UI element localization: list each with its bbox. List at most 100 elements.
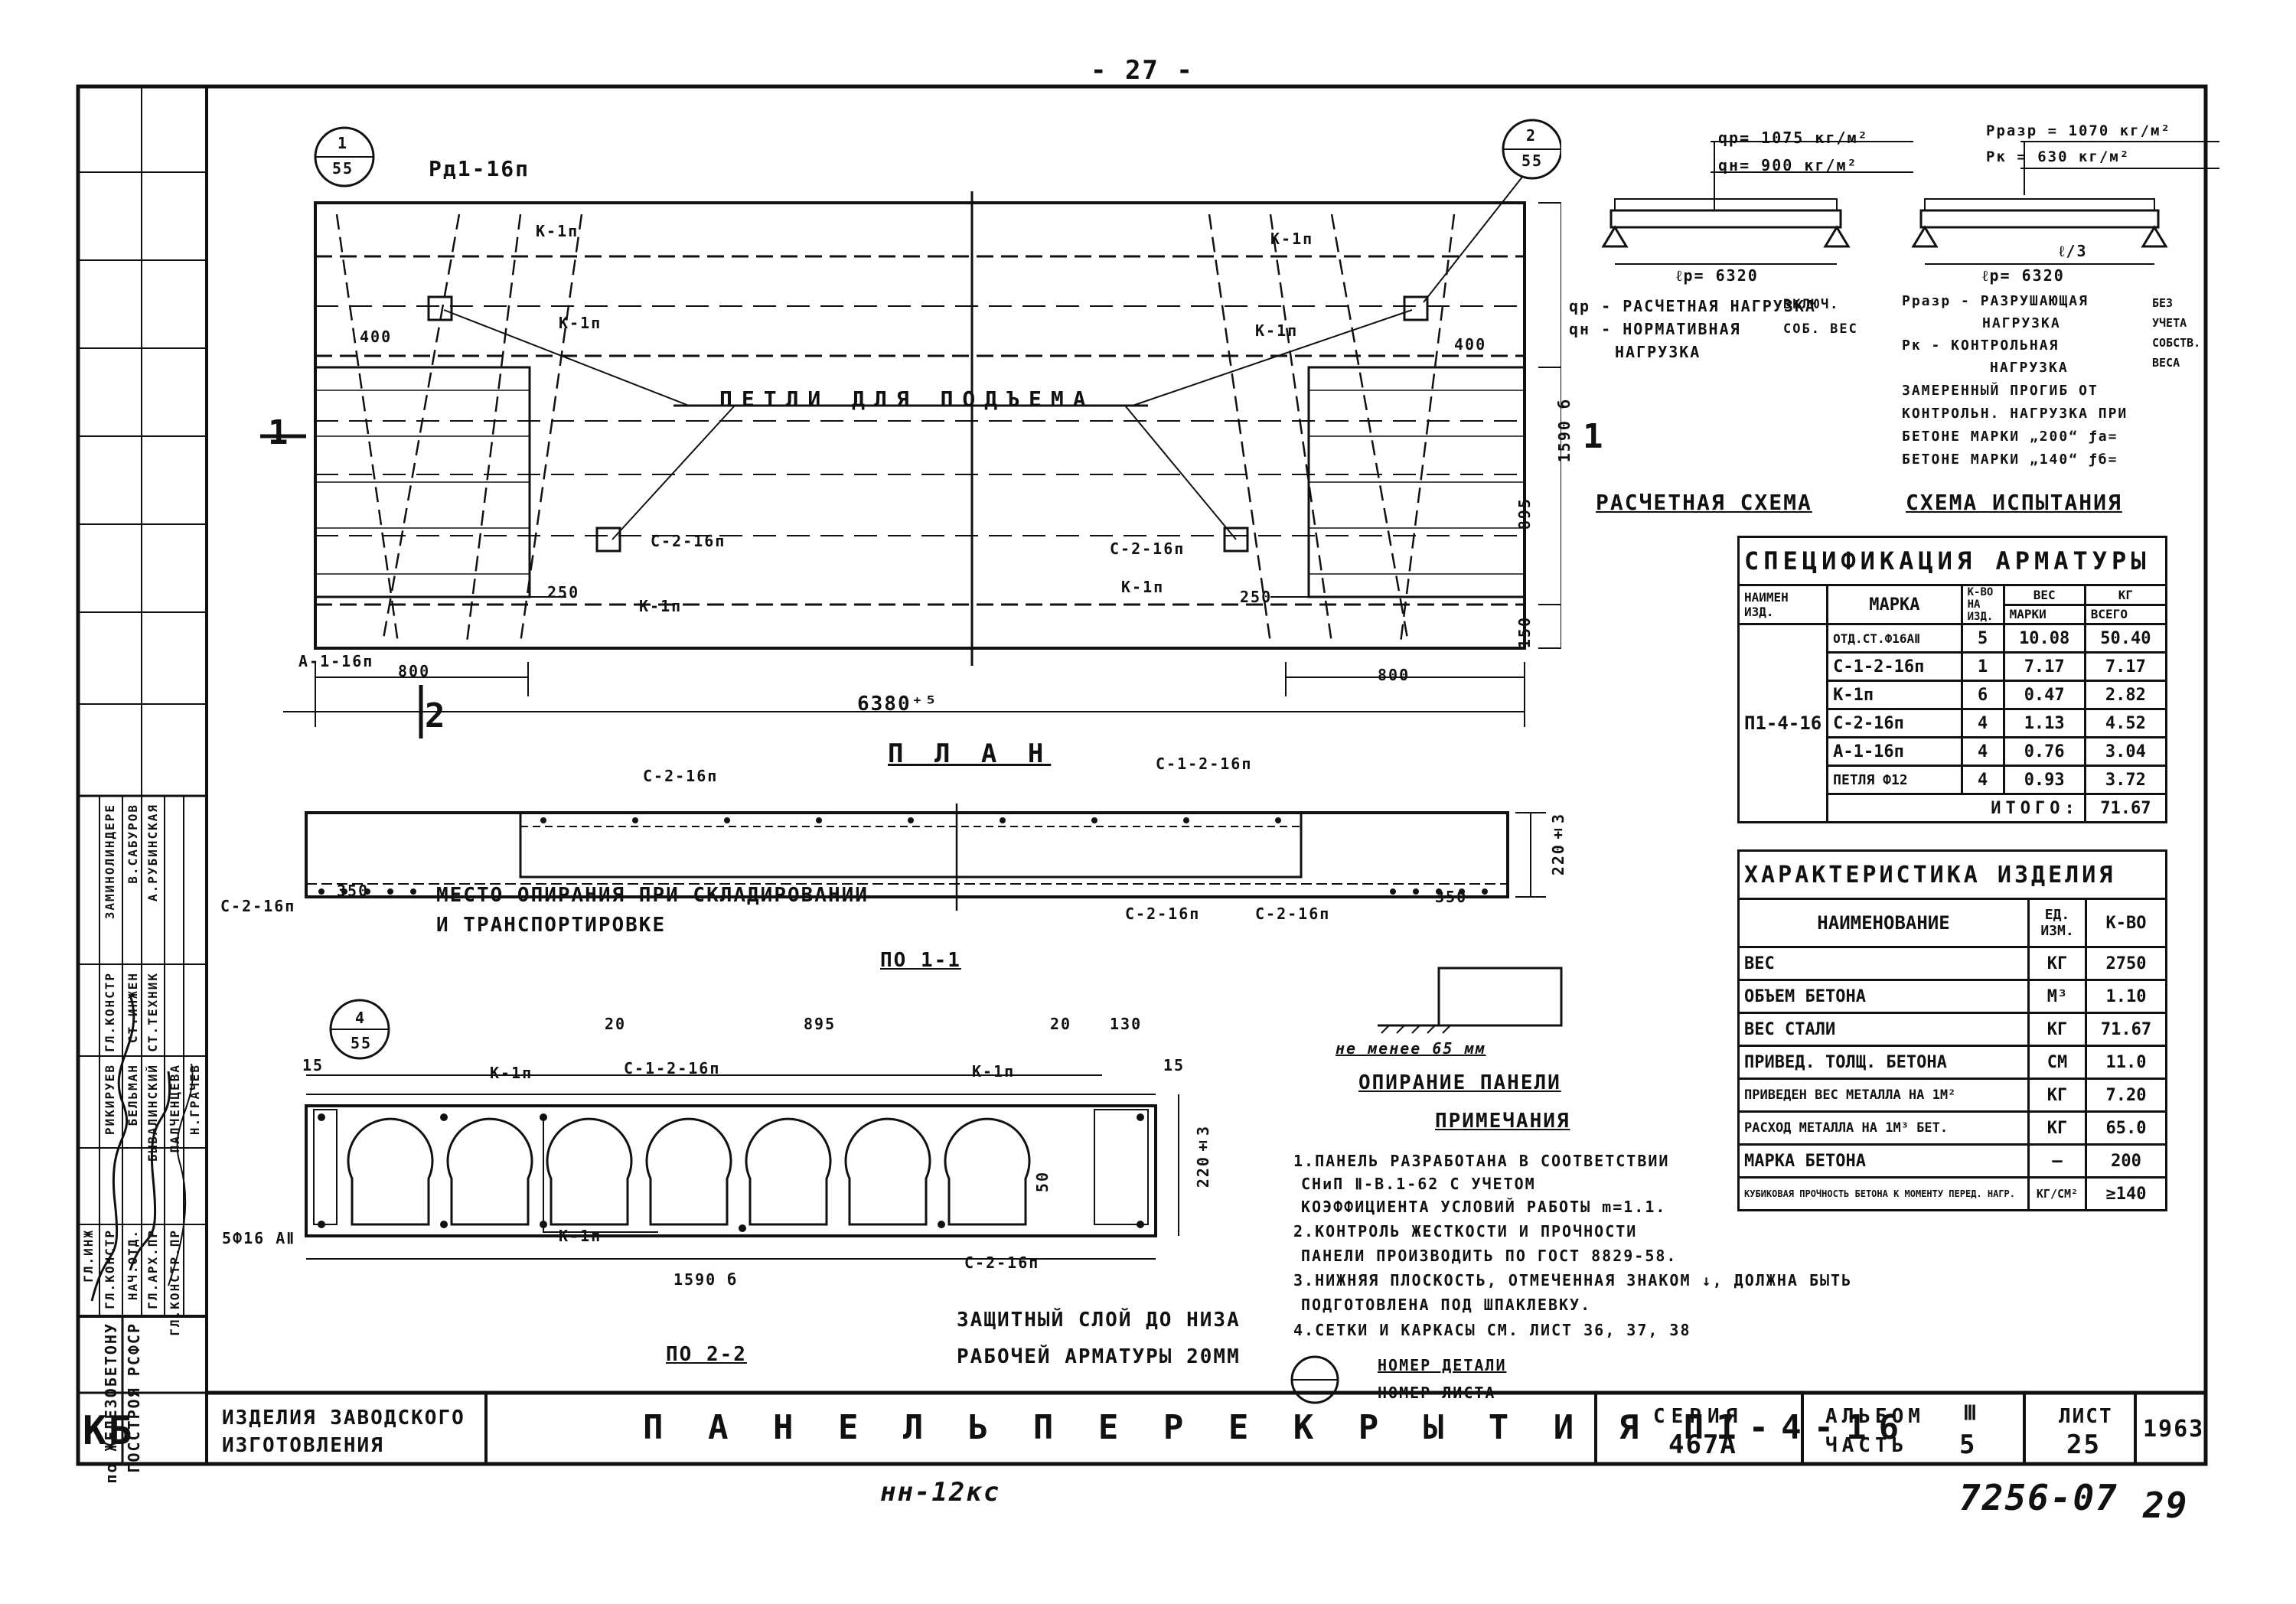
name2-1: В.САБУРОВ xyxy=(126,804,140,884)
sheet-title: П А Н Е Л Ь П Е Р Е К Р Ы Т И Я П1-4-16 xyxy=(643,1408,1912,1447)
spec-per-5: 0.93 xyxy=(2002,765,2086,795)
plan-drawing xyxy=(260,119,1561,738)
table-row: ПРИВЕДЕН ВЕС МЕТАЛЛА НА 1М² КГ 7.20 xyxy=(1737,1077,2167,1113)
calc-title: РАСЧЕТНАЯ СХЕМА xyxy=(1596,490,1812,515)
calc-lp: ℓр= 6320 xyxy=(1676,266,1759,285)
series-label: СЕРИЯ xyxy=(1653,1405,1744,1428)
spec-count-3: 4 xyxy=(1960,708,2005,738)
calc-qn: qн= 900 кг/м² xyxy=(1718,156,1858,174)
bottom-note: нн-12кс xyxy=(880,1477,1001,1508)
org-line2: ГОССТРОЯ РСФСР xyxy=(125,1322,143,1473)
sec11-c2-mid: С-2-16п xyxy=(1125,905,1201,923)
test-pr: Рразр = 1070 кг/м² xyxy=(1986,122,2171,139)
sec11-title: ПО 1-1 xyxy=(880,949,961,972)
org-logo: КБ xyxy=(83,1408,134,1454)
table-row: ВЕС СТАЛИ КГ 71.67 xyxy=(1737,1012,2167,1047)
char-name-0: ВЕС xyxy=(1737,946,2030,981)
legend-top: НОМЕР ДЕТАЛИ xyxy=(1378,1356,1507,1374)
char-unit-6: — xyxy=(2027,1143,2087,1179)
spec-per-1: 7.17 xyxy=(2002,651,2086,682)
sec22-cover-note1: ЗАЩИТНЫЙ СЛОЙ ДО НИЗА xyxy=(957,1309,1241,1332)
calc-legend1: qр - РАСЧЕТНАЯ НАГРУЗКА xyxy=(1569,297,1816,315)
plan-k1p-d: К-1п xyxy=(1255,321,1299,340)
plan-marker1-num: 1 xyxy=(338,134,349,152)
char-unit-1: М³ xyxy=(2027,979,2087,1014)
plan-dim-800-a: 800 xyxy=(398,662,431,680)
plan-dim-800-b: 800 xyxy=(1378,666,1411,684)
plan-k1p-e: К-1п xyxy=(1121,578,1165,596)
name2-2: А.РУБИНСКАЯ xyxy=(145,804,160,901)
table-row: ИТОГО: 71.67 xyxy=(1739,793,2168,823)
table-row: К-1п 6 0.47 2.82 xyxy=(1739,680,2168,710)
support-detail-title: ОПИРАНИЕ ПАНЕЛИ xyxy=(1358,1071,1561,1094)
spec-mark-2: К-1п xyxy=(1826,680,1963,710)
album-label: АЛЬБОМ xyxy=(1825,1405,1925,1428)
spec-h-mark: МАРКА xyxy=(1826,584,1963,625)
test-title: СХЕМА ИСПЫТАНИЯ xyxy=(1906,490,2122,515)
char-name-4: ПРИВЕДЕН ВЕС МЕТАЛЛА НА 1М² xyxy=(1737,1077,2030,1113)
legend-bottom: НОМЕР ЛИСТА xyxy=(1378,1384,1496,1402)
char-value-7: ≥140 xyxy=(2085,1176,2167,1211)
sec22-marker-num: 4 xyxy=(355,1009,367,1027)
spec-per-2: 0.47 xyxy=(2002,680,2086,710)
notes-line-2: КОЭФФИЦИЕНТА УСЛОВИЙ РАБОТЫ m=1.1. xyxy=(1301,1198,1667,1216)
sec22-k1p-c: К-1п xyxy=(559,1227,602,1245)
left-block-line1: ИЗДЕЛИЯ ЗАВОДСКОГО xyxy=(222,1407,465,1430)
sec22-cover-note2: РАБОЧЕЙ АРМАТУРЫ 20ММ xyxy=(957,1345,1241,1368)
sec11-c2-left: С-2-16п xyxy=(220,897,296,915)
char-value-1: 1.10 xyxy=(2085,979,2167,1014)
calc-legend3: НАГРУЗКА xyxy=(1615,343,1701,361)
char-title: ХАРАКТЕРИСТИКА ИЗДЕЛИЯ xyxy=(1737,849,2167,900)
spec-total-label: ИТОГО: xyxy=(1826,793,2086,823)
sec11-dim-220: 220±3 xyxy=(1549,813,1567,876)
spec-per-0: 10.08 xyxy=(2002,623,2086,654)
sec11-c1: С-1-2-16п xyxy=(1156,755,1253,773)
char-value-4: 7.20 xyxy=(2085,1077,2167,1113)
spec-title: СПЕЦИФИКАЦИЯ АРМАТУРЫ xyxy=(1737,536,2167,586)
plan-a1: А-1-16п xyxy=(298,652,374,670)
plan-dim-400-a: 400 xyxy=(360,328,393,346)
spec-table: СПЕЦИФИКАЦИЯ АРМАТУРЫ НАИМЕН ИЗД. МАРКА … xyxy=(1737,536,2168,823)
part-value: 5 xyxy=(1959,1430,1977,1460)
bottom-ref: 7256-07 xyxy=(1959,1477,2118,1518)
calc-scheme-drawing xyxy=(1601,141,2219,265)
char-h-unit: ЕД. ИЗМ. xyxy=(2027,898,2087,948)
plan-c2-a: С-2-16п xyxy=(651,532,726,550)
notes-line-6: ПОДГОТОВЛЕНА ПОД ШПАКЛЕВКУ. xyxy=(1301,1296,1592,1314)
section22-rebar-dots xyxy=(318,1113,1144,1232)
plan-c2-b: С-2-16п xyxy=(1110,540,1186,558)
plan-dim-length: 6380⁺⁵ xyxy=(857,693,938,716)
table-row: А-1-16п 4 0.76 3.04 xyxy=(1739,736,2168,767)
notes-line-5: 3.НИЖНЯЯ ПЛОСКОСТЬ, ОТМЕЧЕННАЯ ЗНАКОМ ↓,… xyxy=(1293,1271,1853,1289)
spec-per-4: 0.76 xyxy=(2002,736,2086,767)
spec-total-5: 3.72 xyxy=(2083,765,2168,795)
sec22-dim-20-a: 20 xyxy=(605,1015,627,1033)
album-value: Ⅲ xyxy=(1963,1402,1978,1425)
spec-total-1: 7.17 xyxy=(2083,651,2168,682)
char-table: ХАРАКТЕРИСТИКА ИЗДЕЛИЯ НАИМЕНОВАНИЕ ЕД. … xyxy=(1737,849,2167,1211)
calc-legend-note1: ВКЛЮЧ. xyxy=(1783,297,1840,312)
plan-section2: 2 xyxy=(425,696,447,735)
page-number: - 27 - xyxy=(1091,55,1194,86)
notes-title: ПРИМЕЧАНИЯ xyxy=(1435,1110,1570,1133)
sec11-support-note1: МЕСТО ОПИРАНИЯ ПРИ СКЛАДИРОВАНИИ xyxy=(436,884,869,907)
char-value-5: 65.0 xyxy=(2085,1110,2167,1146)
char-value-0: 2750 xyxy=(2085,946,2167,981)
plan-dim-250-b: 250 xyxy=(1240,588,1273,606)
char-name-7: КУБИКОВАЯ ПРОЧНОСТЬ БЕТОНА К МОМЕНТУ ПЕР… xyxy=(1737,1176,2030,1211)
plan-dim-400-b: 400 xyxy=(1454,335,1487,354)
spec-total-2: 2.82 xyxy=(2083,680,2168,710)
test-pk: Рк = 630 кг/м² xyxy=(1986,148,2131,165)
calc-legend2: qн - НОРМАТИВНАЯ xyxy=(1569,320,1741,338)
plan-loops-label: ПЕТЛИ ДЛЯ ПОДЪЕМА xyxy=(719,386,1095,412)
spec-mark-1: С-1-2-16п xyxy=(1826,651,1963,682)
org-line1: по ЖЕЛЕЗОБЕТОНУ xyxy=(102,1322,120,1484)
sec22-c2: С-2-16п xyxy=(964,1254,1040,1272)
signatures xyxy=(90,994,194,1302)
part-label: ЧАСТЬ xyxy=(1825,1434,1909,1457)
char-unit-0: КГ xyxy=(2027,946,2087,981)
sec22-dim-1590: 1590 б xyxy=(673,1270,739,1289)
table-row: МАРКА БЕТОНА — 200 xyxy=(1737,1143,2167,1179)
test-legend1: Рразр - РАЗРУШАЮЩАЯ xyxy=(1902,293,2089,309)
